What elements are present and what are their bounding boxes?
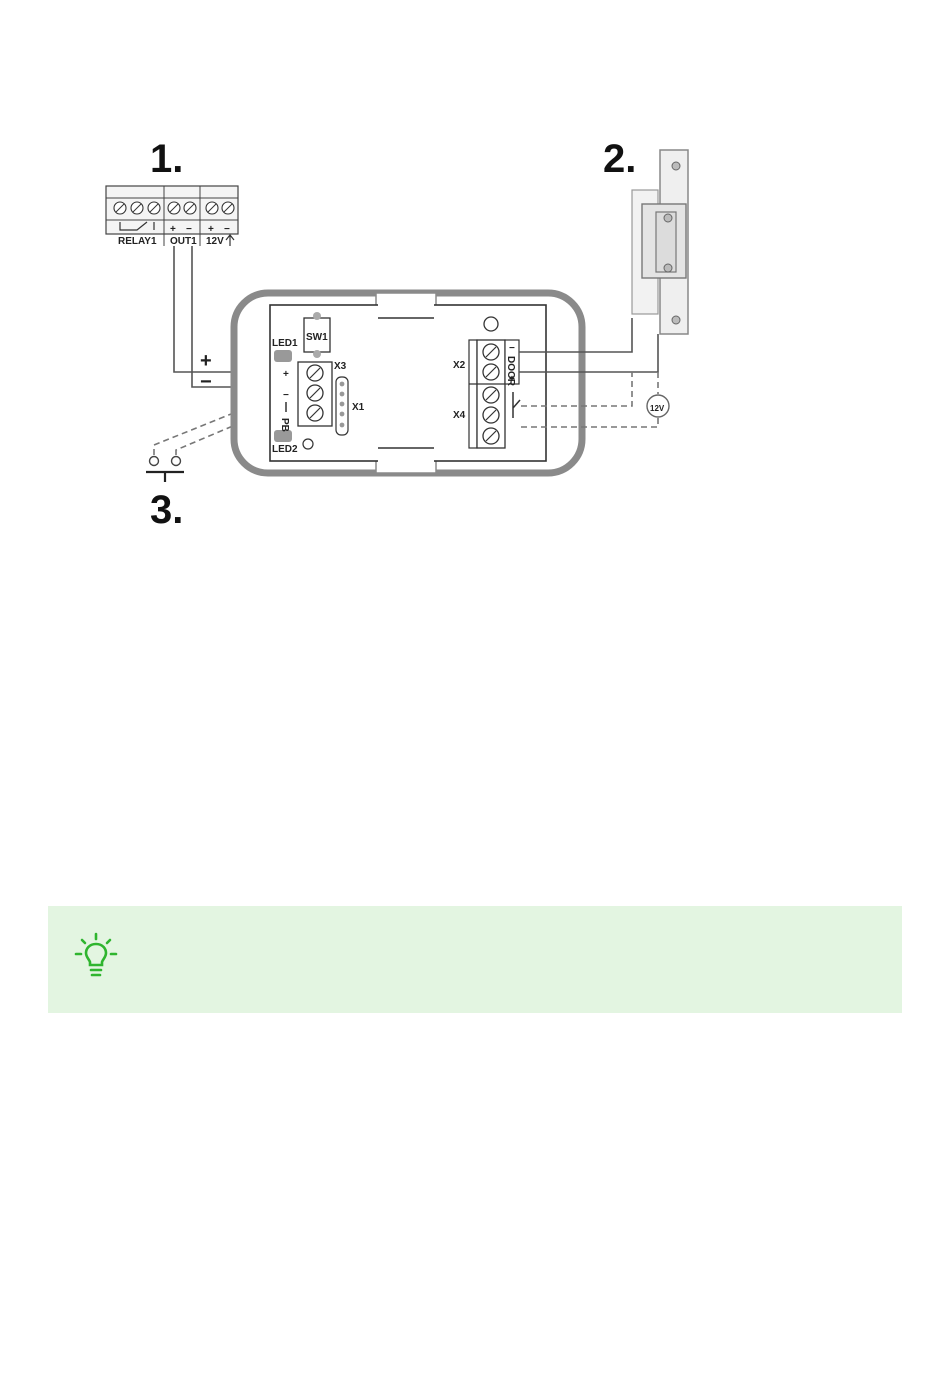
out1-label: OUT1 <box>170 236 197 247</box>
v12-label: 12V <box>206 236 224 247</box>
door-module: SW1 LED1 LED2 X3 + − PB X1 <box>234 293 582 473</box>
step-number-2: 2. <box>603 137 636 181</box>
x3-label: X3 <box>334 361 347 372</box>
arrow-up-icon <box>226 235 234 246</box>
x2-label: X2 <box>453 360 466 371</box>
electric-strike <box>632 150 688 334</box>
x1-label: X1 <box>352 402 365 413</box>
wire-minus-sign: − <box>200 371 212 393</box>
x4-label: X4 <box>453 410 466 421</box>
v12-plus-label: + <box>208 224 214 235</box>
out1-plus-label: + <box>170 224 176 235</box>
tip-box <box>48 906 902 1013</box>
wire-plus-sign: + <box>200 350 212 372</box>
door-plus-label: + <box>509 374 515 385</box>
step-number-1: 1. <box>150 137 183 181</box>
push-button <box>146 457 184 483</box>
sw1-label: SW1 <box>306 332 328 343</box>
supply-12v-symbol: 12V <box>647 395 669 417</box>
step-number-3: 3. <box>150 488 183 532</box>
x3-minus-label: − <box>283 390 289 401</box>
lightbulb-icon <box>74 932 118 980</box>
x3-plus-label: + <box>283 369 289 380</box>
door-minus-label: − <box>509 343 515 354</box>
pb-label: PB <box>279 418 290 432</box>
led1-label: LED1 <box>272 338 298 349</box>
relay1-label: RELAY1 <box>118 236 157 247</box>
out1-minus-label: − <box>186 224 192 235</box>
supply-12v-label: 12V <box>650 404 665 413</box>
v12-minus-label: − <box>224 224 230 235</box>
wiring-diagram: 1. 2. 3. RELAY1 + − OUT1 + − 12V + <box>0 0 950 880</box>
controller-terminal-block: RELAY1 + − OUT1 + − 12V <box>106 186 238 247</box>
led2-label: LED2 <box>272 444 298 455</box>
